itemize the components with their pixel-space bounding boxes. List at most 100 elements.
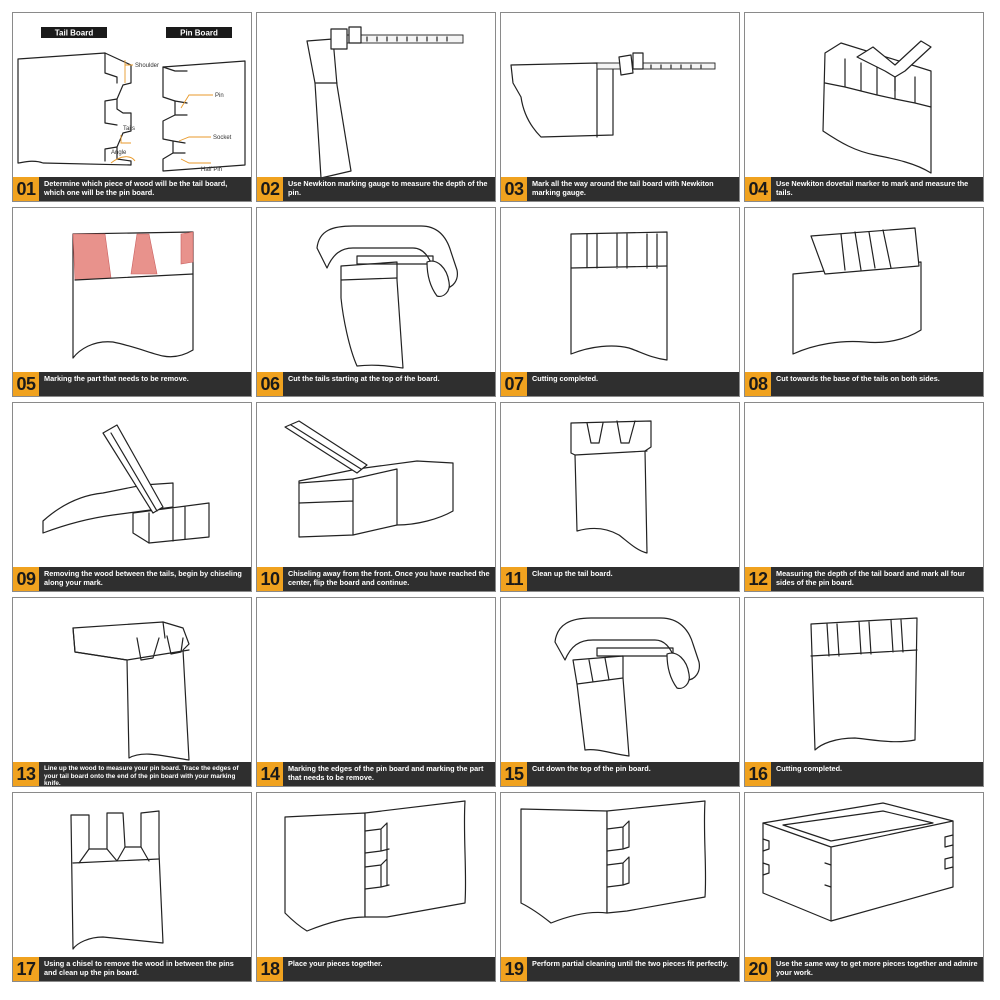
step-panel-16: 16 Cutting completed. bbox=[744, 597, 984, 787]
pin-board-shape bbox=[364, 800, 467, 918]
step-number: 08 bbox=[745, 372, 771, 396]
step-text: Place your pieces together. bbox=[288, 959, 383, 968]
step-number: 12 bbox=[745, 567, 771, 591]
illustration-step-12 bbox=[745, 403, 983, 571]
step-number: 03 bbox=[501, 177, 527, 201]
tail-board-base bbox=[792, 261, 922, 355]
angle-label: Angle bbox=[111, 150, 127, 156]
pin-board-tag bbox=[166, 27, 232, 38]
illustration-step-15 bbox=[554, 617, 700, 757]
step-panel-20: 20 Use the same way to get more pieces t… bbox=[744, 792, 984, 982]
illustration-step-02 bbox=[306, 26, 464, 179]
saw-handle bbox=[666, 652, 690, 689]
step-text: Clean up the tail board. bbox=[532, 569, 613, 578]
illustration-step-14 bbox=[257, 598, 495, 766]
illustration-step-09 bbox=[42, 424, 210, 544]
illustration-step-07 bbox=[570, 231, 668, 361]
illustration-step-17 bbox=[70, 810, 164, 950]
box-inner-opening bbox=[782, 810, 934, 842]
step-caption: 14 Marking the edges of the pin board an… bbox=[257, 762, 495, 786]
dovetail-marker bbox=[856, 40, 932, 78]
step-caption: 19 Perform partial cleaning until the tw… bbox=[501, 957, 739, 981]
illustration-step-06 bbox=[316, 225, 458, 369]
illustration-step-20 bbox=[762, 802, 954, 922]
marking-gauge-rod bbox=[596, 62, 716, 70]
step-number: 18 bbox=[257, 957, 283, 981]
pin-board-shape bbox=[606, 800, 707, 914]
step-panel-01: Tail Board Pin Board Shoulder Pin Tails … bbox=[12, 12, 252, 202]
tail-board-shape bbox=[510, 62, 614, 138]
socket-label: Socket bbox=[213, 135, 232, 141]
tail-board-shape bbox=[17, 52, 132, 166]
illustration-step-03 bbox=[510, 52, 716, 138]
illustration-step-08 bbox=[792, 227, 922, 355]
illustration-step-04 bbox=[822, 40, 932, 174]
step-text: Cut towards the base of the tails on bot… bbox=[776, 374, 940, 383]
step-number: 16 bbox=[745, 762, 771, 786]
instruction-grid: Tail Board Pin Board Shoulder Pin Tails … bbox=[12, 12, 988, 988]
board-shape bbox=[306, 38, 352, 179]
step-caption: 13 Line up the wood to measure your pin … bbox=[13, 762, 251, 786]
waste-mark bbox=[180, 231, 194, 265]
step-text: Perform partial cleaning until the two p… bbox=[532, 959, 729, 968]
step-panel-03: 03 Mark all the way around the tail boar… bbox=[500, 12, 740, 202]
step-panel-06: 06 Cut the tails starting at the top of … bbox=[256, 207, 496, 397]
tail-block bbox=[132, 502, 210, 544]
illustration-step-01: Tail Board Pin Board Shoulder Pin Tails … bbox=[17, 27, 246, 173]
step-caption: 12 Measuring the depth of the tail board… bbox=[745, 567, 983, 591]
tail-board-shape bbox=[570, 420, 652, 554]
step-text: Use Newkiton dovetail marker to mark and… bbox=[776, 179, 969, 197]
marking-gauge-head bbox=[618, 52, 644, 76]
step-caption: 03 Mark all the way around the tail boar… bbox=[501, 177, 739, 201]
step-panel-15: 15 Cut down the top of the pin board. bbox=[500, 597, 740, 787]
step-caption: 18 Place your pieces together. bbox=[257, 957, 495, 981]
step-text: Cut the tails starting at the top of the… bbox=[288, 374, 440, 383]
step-panel-02: 02 Use Newkiton marking gauge to measure… bbox=[256, 12, 496, 202]
board-base bbox=[42, 482, 174, 534]
step-caption: 09 Removing the wood between the tails, … bbox=[13, 567, 251, 591]
tail-board-shape bbox=[340, 261, 404, 369]
step-text: Marking the part that needs to be remove… bbox=[44, 374, 189, 383]
step-panel-10: 10 Chiseling away from the front. Once y… bbox=[256, 402, 496, 592]
step-caption: 11 Clean up the tail board. bbox=[501, 567, 739, 591]
step-text: Determine which piece of wood will be th… bbox=[44, 179, 228, 197]
tail-block bbox=[810, 227, 920, 275]
step-panel-04: 04 Use Newkiton dovetail marker to mark … bbox=[744, 12, 984, 202]
illustration-step-19 bbox=[520, 800, 707, 924]
pin-board-shape bbox=[162, 60, 246, 172]
step-panel-12: 12 Measuring the depth of the tail board… bbox=[744, 402, 984, 592]
step-caption: 05 Marking the part that needs to be rem… bbox=[13, 372, 251, 396]
step-number: 14 bbox=[257, 762, 283, 786]
tail-board-shape bbox=[822, 42, 932, 174]
coping-saw-frame bbox=[554, 617, 700, 681]
tail-board-shape bbox=[570, 231, 668, 361]
board-shape bbox=[298, 460, 454, 538]
illustration-step-05 bbox=[72, 231, 194, 359]
step-text: Line up the wood to measure your pin boa… bbox=[44, 765, 239, 787]
step-number: 17 bbox=[13, 957, 39, 981]
waste-mark bbox=[130, 233, 158, 275]
step-panel-17: 17 Using a chisel to remove the wood in … bbox=[12, 792, 252, 982]
step-number: 05 bbox=[13, 372, 39, 396]
step-number: 09 bbox=[13, 567, 39, 591]
step-text: Measuring the depth of the tail board an… bbox=[776, 569, 965, 587]
step-text: Cut down the top of the pin board. bbox=[532, 764, 651, 773]
pin-board-shape bbox=[70, 810, 164, 950]
step-number: 15 bbox=[501, 762, 527, 786]
step-caption: 17 Using a chisel to remove the wood in … bbox=[13, 957, 251, 981]
chisel bbox=[102, 424, 164, 514]
step-text: Mark all the way around the tail board w… bbox=[532, 179, 714, 197]
step-text: Removing the wood between the tails, beg… bbox=[44, 569, 242, 587]
tail-board-shape bbox=[520, 808, 608, 924]
step-number: 13 bbox=[13, 762, 39, 786]
step-panel-13: 13 Line up the wood to measure your pin … bbox=[12, 597, 252, 787]
step-panel-05: 05 Marking the part that needs to be rem… bbox=[12, 207, 252, 397]
step-caption: 15 Cut down the top of the pin board. bbox=[501, 762, 739, 786]
step-text: Marking the edges of the pin board and m… bbox=[288, 764, 484, 782]
step-caption: 10 Chiseling away from the front. Once y… bbox=[257, 567, 495, 591]
step-caption: 01 Determine which piece of wood will be… bbox=[13, 177, 251, 201]
step-panel-11: 11 Clean up the tail board. bbox=[500, 402, 740, 592]
step-number: 11 bbox=[501, 567, 527, 591]
step-number: 20 bbox=[745, 957, 771, 981]
step-number: 07 bbox=[501, 372, 527, 396]
